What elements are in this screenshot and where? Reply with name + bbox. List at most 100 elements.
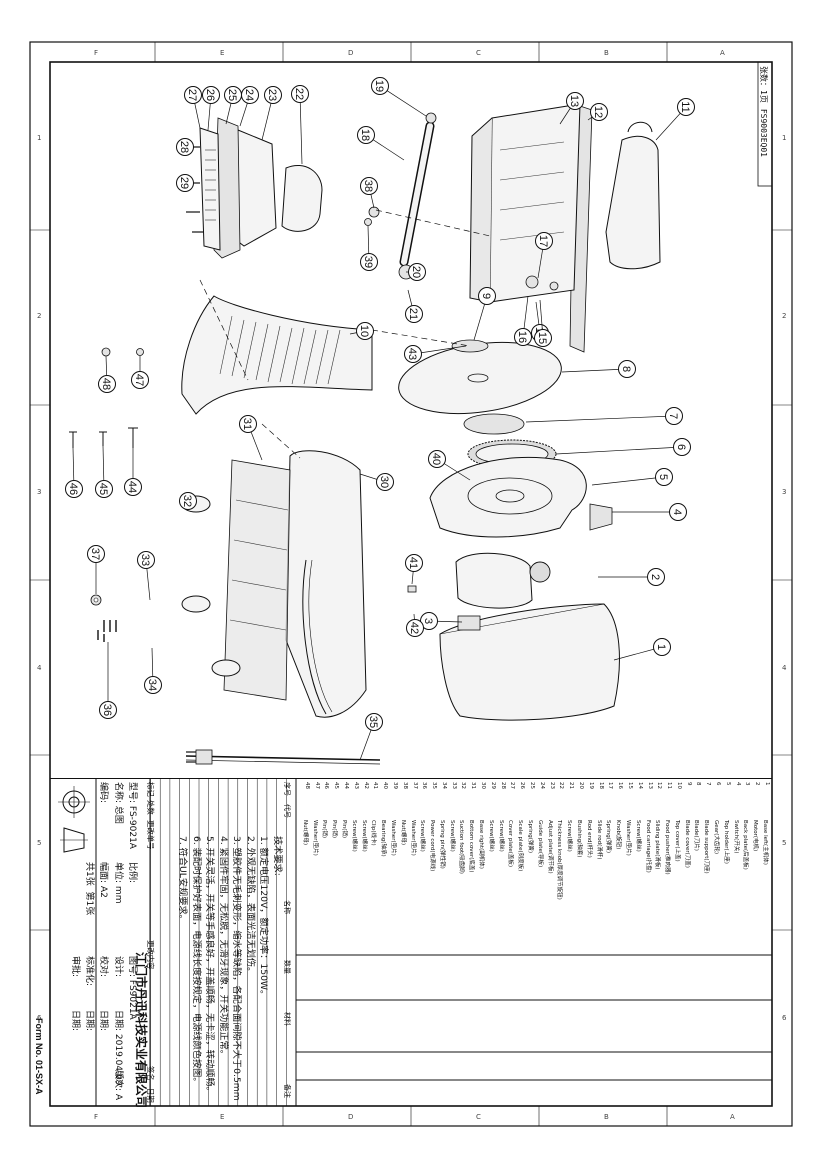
spring-part: [549, 281, 559, 291]
callout-balloon: [360, 177, 378, 195]
zone-labels-top: F E D C B A: [94, 49, 725, 57]
callout-number: 37: [89, 548, 101, 560]
part-callout-35: 35: [359, 713, 383, 761]
bom-seq: 12: [656, 782, 663, 789]
model-value: FS-9021A: [127, 805, 137, 849]
callout-balloon: [365, 713, 383, 731]
bom-name: Switch(开关): [732, 820, 739, 854]
callout-number: 30: [378, 476, 390, 488]
note-item: 7. 符合UL安规要求。: [177, 836, 189, 924]
callout-balloon: [202, 86, 220, 104]
bom-name: Bushing(轴套): [575, 820, 582, 858]
zone-labels-right: 1 2 3 4 5 6: [782, 134, 787, 1022]
part-callout-47: 47: [131, 356, 149, 389]
zone-row-label: 1: [37, 134, 41, 142]
bom-name: Spring(弹簧): [605, 820, 612, 854]
rev-mark-header: 标记: [146, 782, 155, 797]
part-callout-38: 38: [360, 177, 378, 209]
clip-part: [407, 585, 417, 593]
callout-balloon: [224, 86, 242, 104]
bom-seq: 27: [509, 782, 516, 789]
bom-name: Cover plate(盖板): [507, 820, 514, 868]
bom-seq: 48: [303, 782, 310, 789]
scale-row: 比例:: [127, 862, 137, 884]
callout-balloon: [176, 174, 194, 192]
callout-balloon: [406, 619, 424, 637]
bom-seq: 11: [666, 782, 673, 789]
bom-name: Bottom cover(底盖): [468, 820, 475, 873]
motor-part: [455, 552, 533, 609]
notes-heading: 技术要求:: [272, 836, 283, 876]
sheet-size-row: 幅面: A2: [98, 862, 108, 898]
zone-row-label: 2: [37, 312, 41, 320]
part-callout-23: 23: [261, 86, 282, 141]
bom-name: Washer(垫片): [311, 820, 318, 856]
callout-number: 40: [430, 453, 442, 465]
top-cover-grille: [219, 315, 341, 385]
technical-notes: 技术要求: 1. 额定电压120V，额定功率：150W。 2. 外观无缺陷，表面…: [176, 836, 284, 1101]
bom-name: Gear(大齿轮): [713, 820, 720, 855]
zone-col-label: A: [720, 49, 725, 57]
part-callout-11: 11: [655, 98, 695, 141]
callout-number: 3: [422, 618, 434, 624]
zone-labels-bottom: F E D C B A: [94, 1113, 735, 1121]
rev-count-header: 处数: [146, 800, 155, 815]
callout-number: 10: [358, 325, 370, 337]
standard-row: 标准化:: [84, 956, 94, 987]
bom-name: Base left(主机体): [762, 820, 768, 865]
part-callout-39: 39: [360, 225, 378, 271]
blade-cover-part: [451, 339, 489, 353]
bom-seq: 39: [391, 782, 398, 789]
part-callout-28: 28: [176, 138, 200, 156]
part-callout-26: 26: [202, 86, 220, 131]
bom-seq: 13: [646, 782, 653, 789]
callout-balloon: [179, 492, 197, 510]
note-item: 5. 开关灵活，开关等手感良好，开盖顺畅，无卡涩，转动顺畅。: [204, 836, 216, 1096]
callout-balloon: [478, 287, 496, 305]
part-callout-30: 30: [359, 473, 394, 491]
bom-seq: 23: [548, 782, 555, 789]
callout-number: 47: [133, 374, 145, 386]
callout-balloon: [137, 551, 155, 569]
zone-col-label: D: [348, 49, 353, 57]
bom-name: Rod end(杆头): [585, 820, 592, 858]
bottom-cover-ribs: [229, 499, 289, 631]
callout-balloon: [87, 545, 105, 563]
bom-seq: 10: [675, 782, 682, 789]
callout-balloon: [291, 85, 309, 103]
callout-balloon: [535, 232, 553, 250]
part-callout-44: 44: [124, 446, 142, 496]
bom-seq: 29: [489, 782, 496, 789]
callout-number: 17: [537, 235, 549, 247]
zone-row-label: 6: [37, 1014, 42, 1022]
bom-name: Sliding plate(滑板): [654, 820, 661, 870]
callout-number: 11: [679, 101, 691, 112]
bom-seq: 5: [724, 782, 731, 786]
leader-line: [561, 368, 628, 373]
callout-balloon: [95, 480, 113, 498]
zone-row-label: 5: [782, 839, 786, 847]
note-item: 6. 装配时保护好表面，电源线长度按规定，电源线颜色按图。: [191, 836, 202, 1087]
bom-seq: 47: [313, 782, 320, 789]
callout-number: 35: [367, 716, 379, 728]
bom-seq: 31: [470, 782, 477, 789]
callout-number: 29: [178, 177, 190, 189]
callout-number: 36: [101, 704, 113, 716]
bom-seq: 32: [460, 782, 467, 789]
zone-col-label: A: [730, 1113, 735, 1121]
bom-name: Screw(螺丝): [350, 820, 357, 852]
callout-balloon: [65, 480, 83, 498]
part-callout-2: 2: [598, 568, 665, 586]
zone-col-label: B: [604, 1113, 609, 1121]
bom-name: Food carriage(托盘): [644, 820, 651, 873]
zone-col-label: C: [476, 1113, 481, 1121]
back-plate-part: [457, 615, 481, 631]
part-callout-33: 33: [137, 551, 155, 601]
part-callout-4: 4: [612, 503, 687, 521]
part-callout-29: 29: [176, 174, 200, 192]
base-right-part: [285, 450, 367, 718]
bom-name: Washer(垫片): [389, 820, 396, 856]
drawing-number-box: [757, 61, 773, 187]
part-callout-1: 1: [613, 638, 671, 661]
knob-part: [525, 275, 539, 289]
